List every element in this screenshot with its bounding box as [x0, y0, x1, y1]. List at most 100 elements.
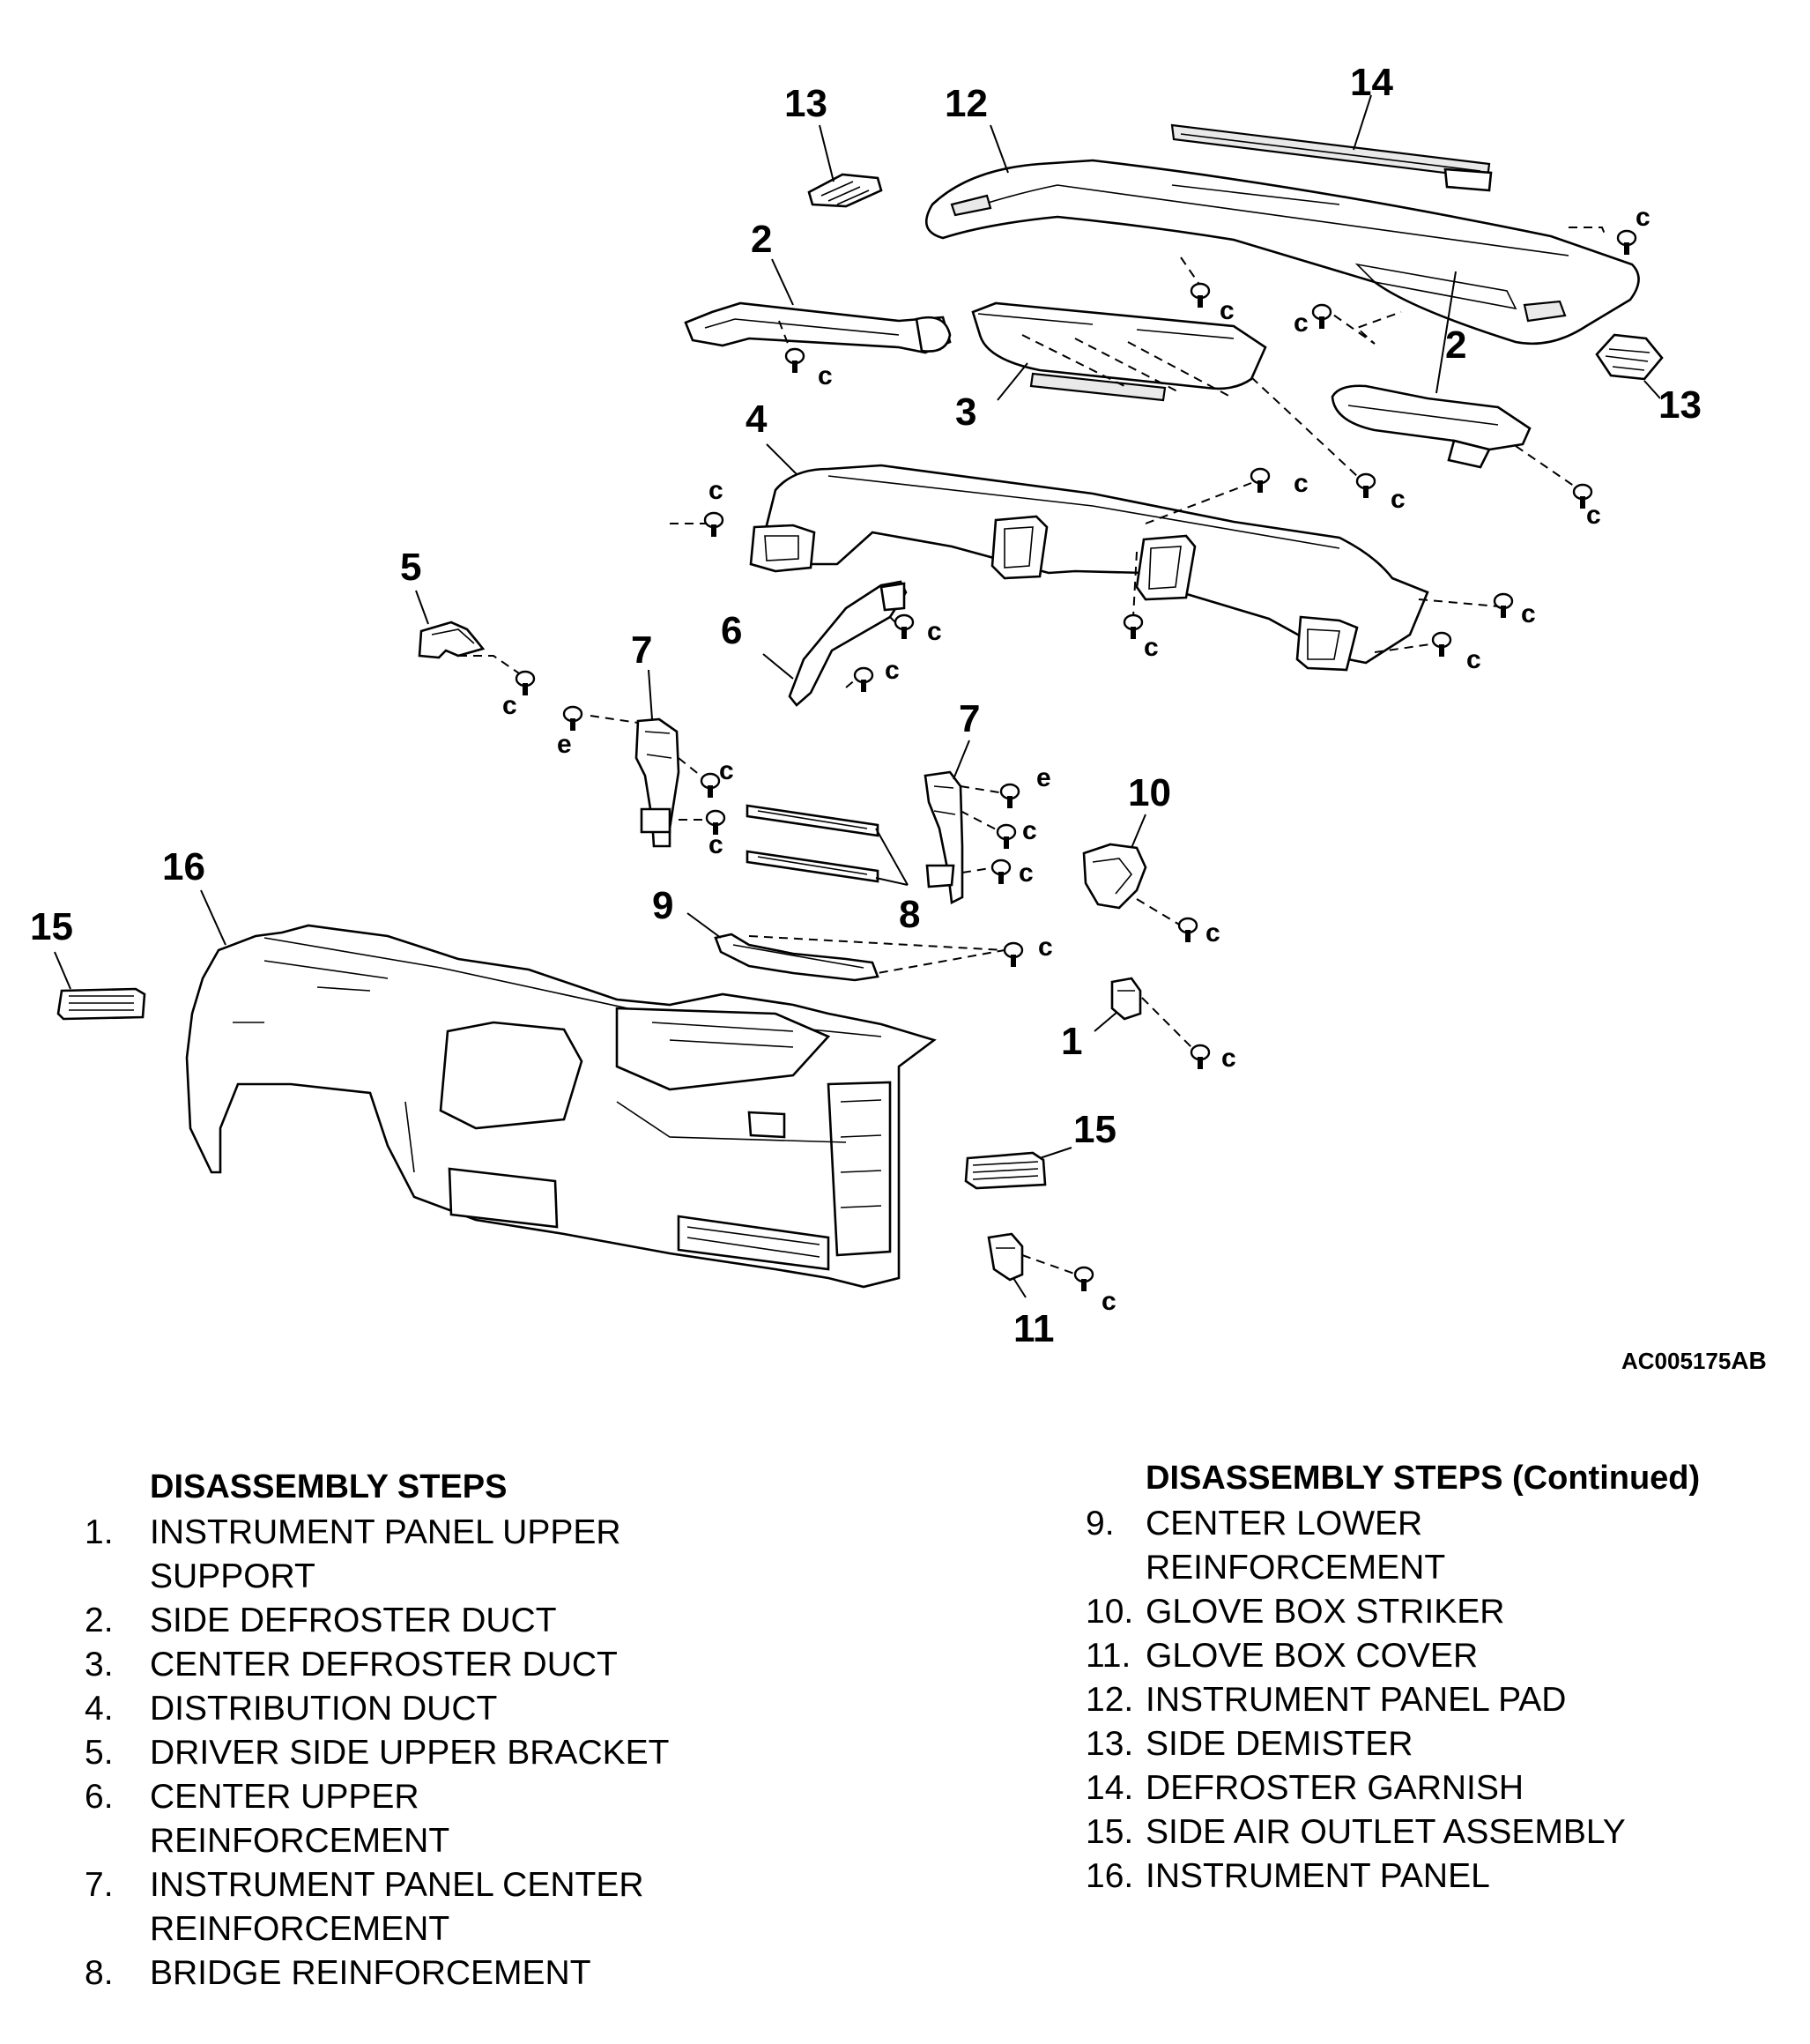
step-text: DISTRIBUTION DUCT	[150, 1690, 498, 1728]
bridge-reinforcement-part	[746, 804, 879, 883]
fastener-label-c: c	[708, 476, 723, 505]
step-text: DEFROSTER GARNISH	[1146, 1769, 1524, 1807]
step-number: 1.	[85, 1513, 114, 1551]
center-upper-reinforcement-part	[788, 580, 908, 707]
callout-1: 1	[1061, 1020, 1082, 1063]
defroster-garnish-part	[1170, 123, 1493, 192]
callout-15-right: 15	[1073, 1108, 1116, 1151]
fastener-label-c: c	[719, 756, 734, 785]
fastener-label-c: c	[1221, 1044, 1236, 1073]
step-item: 10.GLOVE BOX STRIKER	[1086, 1590, 1791, 1634]
figure-code-number: AC005175	[1621, 1348, 1732, 1374]
step-number: 8.	[85, 1954, 114, 1992]
fastener-label-c: c	[1521, 599, 1536, 628]
step-text: BRIDGE REINFORCEMENT	[150, 1954, 591, 1992]
step-text: INSTRUMENT PANEL UPPER SUPPORT	[150, 1513, 621, 1595]
instrument-panel-pad-part	[924, 159, 1640, 346]
step-text: CENTER UPPER REINFORCEMENT	[150, 1778, 450, 1860]
fastener-label-c: c	[1102, 1287, 1116, 1316]
center-reinforcement-left-part	[634, 717, 680, 848]
step-text: INSTRUMENT PANEL	[1146, 1857, 1490, 1895]
callout-13-upper: 13	[784, 82, 827, 125]
fastener-label-c: c	[1586, 501, 1601, 530]
callout-4: 4	[746, 398, 768, 441]
step-item: 4. DISTRIBUTION DUCT	[85, 1687, 754, 1731]
step-text: GLOVE BOX COVER	[1146, 1637, 1479, 1675]
distribution-duct-part	[749, 464, 1429, 672]
step-item: 11.GLOVE BOX COVER	[1086, 1634, 1791, 1678]
step-item: 7.INSTRUMENT PANEL CENTER REINFORCEMENT	[85, 1863, 754, 1951]
exploded-parts-diagram: c c c c c c c c c c c c c c e c c e c c …	[30, 61, 1702, 1350]
step-text: SIDE DEMISTER	[1146, 1725, 1413, 1763]
step-text: SIDE AIR OUTLET ASSEMBLY	[1146, 1813, 1626, 1851]
fastener-label-c: c	[818, 361, 833, 390]
step-item: 12. INSTRUMENT PANEL PAD	[1086, 1678, 1791, 1722]
fastener-label-c: c	[1636, 203, 1651, 232]
callout-9: 9	[652, 884, 673, 927]
callout-10: 10	[1128, 771, 1171, 814]
step-text: SIDE DEFROSTER DUCT	[150, 1602, 557, 1639]
part-callouts: 13 12 14 2 2 13 3 4 5 6 7 7 10 8 9 1 15 …	[30, 61, 1702, 1350]
callout-5: 5	[400, 546, 421, 589]
step-number: 9.	[1086, 1505, 1115, 1542]
steps-heading: DISASSEMBLY STEPS	[150, 1468, 508, 1505]
step-text: INSTRUMENT PANEL PAD	[1146, 1681, 1567, 1719]
glove-box-cover-part	[987, 1232, 1024, 1282]
step-number: 4.	[85, 1690, 114, 1728]
fastener-letter-labels: c c c c c c c c c c c c c c e c c e c c …	[502, 203, 1651, 1316]
step-text: GLOVE BOX STRIKER	[1146, 1593, 1505, 1631]
fastener-label-c: c	[1038, 933, 1053, 962]
callout-3: 3	[955, 390, 976, 434]
side-air-outlet-right-part	[964, 1151, 1047, 1190]
disassembly-steps-list: DISASSEMBLY STEPS 1. INSTRUMENT PANEL UPP…	[85, 1465, 754, 1996]
callout-12: 12	[945, 82, 988, 125]
callout-16: 16	[162, 845, 205, 888]
callout-15-left: 15	[30, 905, 73, 948]
step-number: 2.	[85, 1602, 114, 1639]
callout-11: 11	[1013, 1307, 1055, 1350]
driver-side-upper-bracket-part	[418, 621, 486, 659]
step-item: 6. CENTER UPPER REINFORCEMENT	[85, 1775, 754, 1863]
side-defroster-duct-right-part	[1331, 384, 1532, 469]
callout-2-left: 2	[751, 218, 772, 261]
step-item: 5.DRIVER SIDE UPPER BRACKET	[85, 1731, 754, 1775]
fastener-label-c: c	[885, 656, 900, 685]
step-number: 6.	[85, 1778, 114, 1816]
side-demister-right-part	[1595, 333, 1664, 381]
fastener-label-c: c	[1466, 645, 1481, 674]
leader-lines	[54, 94, 1661, 1298]
fastener-label-c: c	[1022, 816, 1037, 845]
instrument-panel-part	[185, 924, 937, 1289]
center-defroster-duct-part	[971, 301, 1267, 402]
callout-7-right: 7	[959, 697, 980, 740]
callout-6: 6	[721, 609, 742, 652]
fastener-label-c: c	[1391, 485, 1406, 514]
figure-code-suffix: AB	[1731, 1347, 1767, 1374]
fastener-label-e: e	[557, 730, 572, 759]
side-air-outlet-left-part	[56, 987, 146, 1021]
center-reinforcement-right-part	[924, 770, 964, 904]
step-number: 12.	[1086, 1681, 1134, 1719]
fastener-label-c: c	[1019, 858, 1034, 888]
fastener-label-c: c	[1144, 633, 1159, 662]
callout-8: 8	[899, 893, 920, 936]
step-number: 14.	[1086, 1769, 1134, 1807]
glove-box-striker-part	[1082, 843, 1147, 910]
fastener-label-c: c	[708, 830, 723, 859]
fastener-label-c: c	[1220, 296, 1235, 325]
step-number: 15.	[1086, 1813, 1134, 1851]
step-item: 14. DEFROSTER GARNISH	[1086, 1766, 1791, 1810]
callout-7-left: 7	[631, 628, 652, 672]
fastener-label-c: c	[1294, 469, 1309, 498]
callout-2-right: 2	[1445, 323, 1466, 367]
step-item: 2. SIDE DEFROSTER DUCT	[85, 1599, 754, 1643]
step-number: 5.	[85, 1734, 114, 1772]
callout-13-right: 13	[1658, 383, 1702, 427]
step-item: 15. SIDE AIR OUTLET ASSEMBLY	[1086, 1810, 1791, 1854]
fastener-label-c: c	[927, 617, 942, 646]
callout-14: 14	[1350, 61, 1393, 104]
step-number: 3.	[85, 1646, 114, 1684]
step-text: CENTER LOWER REINFORCEMENT	[1146, 1505, 1446, 1587]
center-lower-reinforcement-part	[714, 933, 879, 982]
step-text: INSTRUMENT PANEL CENTER REINFORCEMENT	[150, 1866, 644, 1948]
